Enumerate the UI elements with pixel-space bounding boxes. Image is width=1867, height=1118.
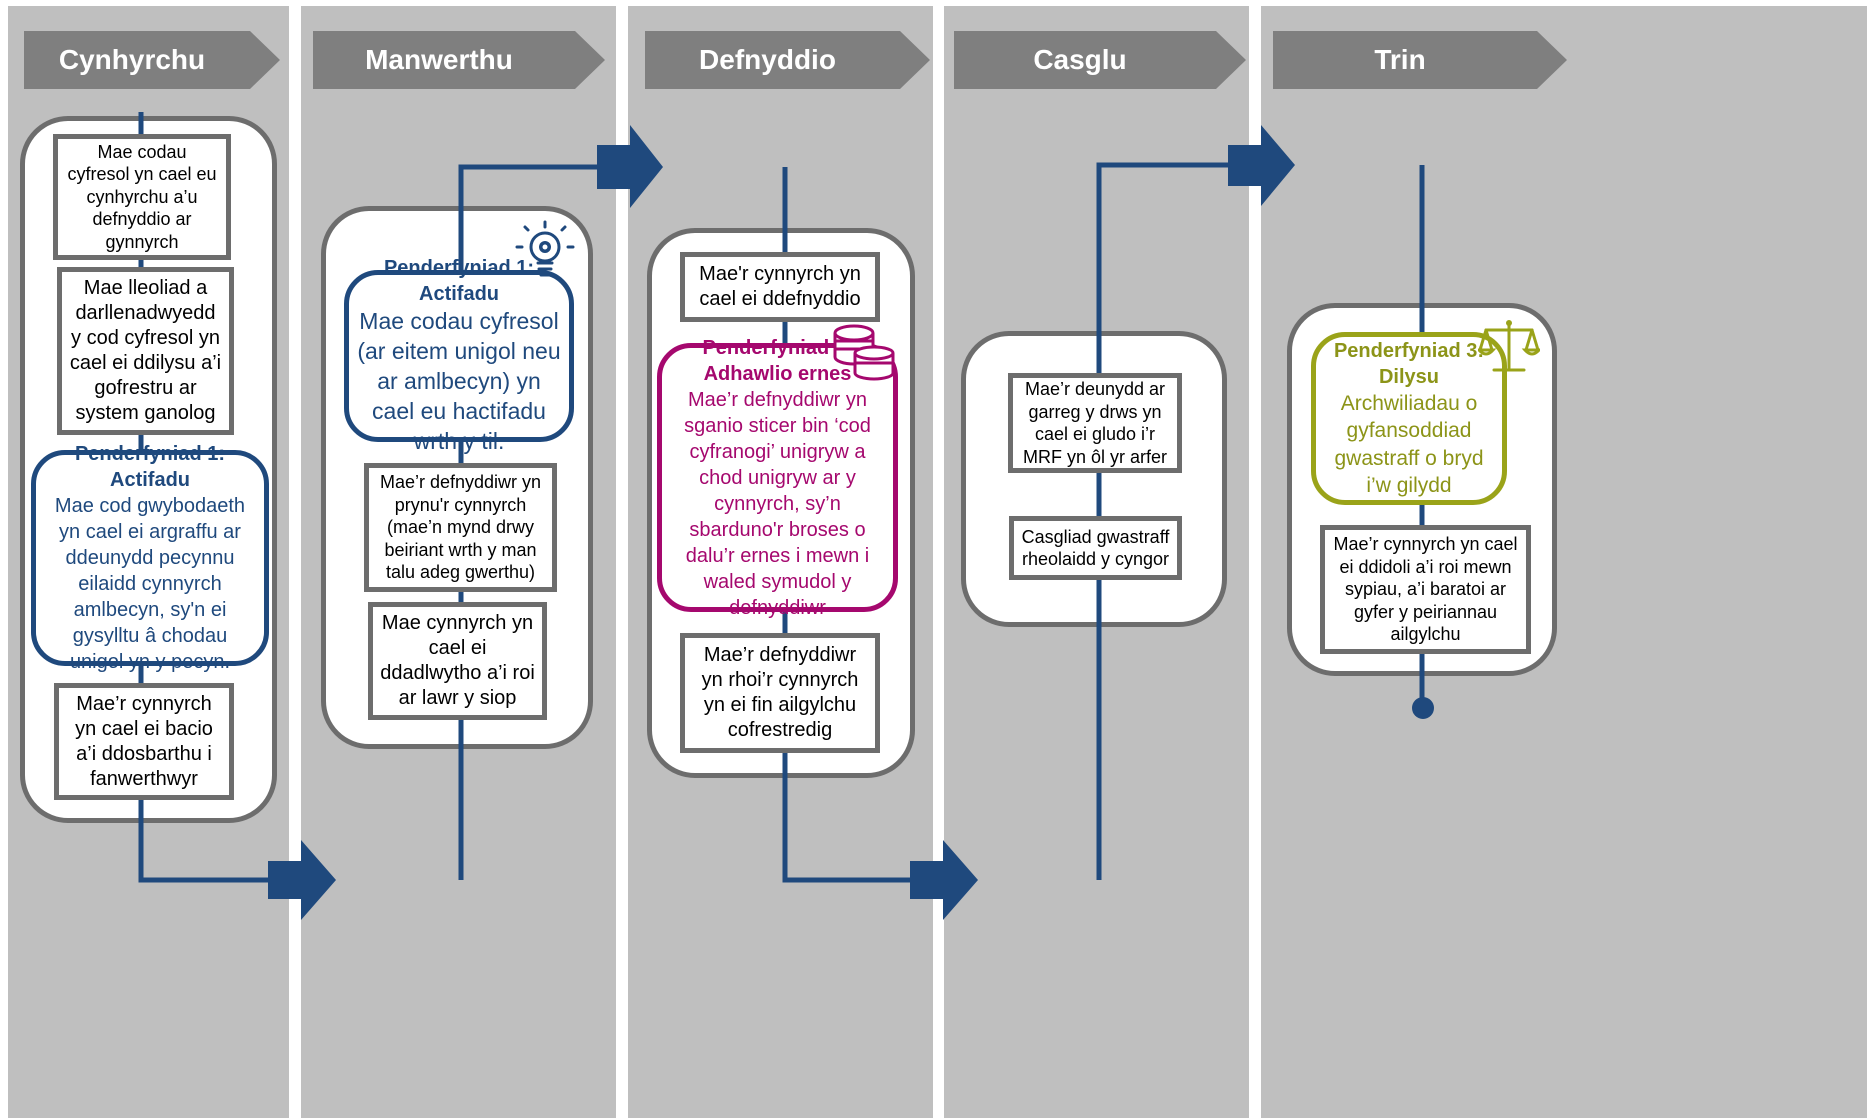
lightbulb-gear-icon [515,220,575,277]
step-text: Mae cynnyrch yn cael ei ddadlwytho a’i r… [380,612,535,709]
step-box: Mae’r cynnyrch yn cael ei bacio a’i ddos… [54,683,234,800]
step-box: Mae lleoliad a darllenadwyedd y cod cyfr… [57,267,234,435]
step-text: Mae'r cynnyrch yn cael ei ddefnyddio [699,263,861,310]
decision-adhawlio-ernes: Penderfyniad 2: Adhawlio ernes Mae’r def… [657,337,898,619]
decision-body: Mae’r defnyddiwr yn sganio sticer bin ‘c… [684,388,871,619]
stage-chevron-manwerthu: Manwerthu [313,31,605,89]
step-text: Mae codau cyfresol yn cael eu cynhyrchu … [67,141,217,252]
flow-end-dot [1412,697,1434,719]
step-box: Mae’r defnyddiwr yn rhoi’r cynnyrch yn e… [680,633,880,753]
stage-label: Casglu [1033,44,1127,75]
decision-body: Mae codau cyfresol (ar eitem unigol neu … [357,308,561,454]
step-box: Mae’r defnyddiwr yn prynu'r cynnyrch (ma… [364,463,557,592]
decision-actifadu-manwerthu: Penderfyniad 1: Actifadu Mae codau cyfre… [344,257,574,454]
stage-chevron-trin: Trin [1273,31,1567,89]
step-box: Mae’r deunydd ar garreg y drws yn cael e… [1008,373,1182,473]
decision-body: Mae cod gwybodaeth yn cael ei argraffu a… [54,495,246,673]
stage-label: Manwerthu [365,44,513,75]
decision-actifadu-cynhyrchu: Penderfyniad 1: Actifadu Mae cod gwyboda… [31,443,269,673]
decision-dilysu: Penderfyniad 3: Dilysu Archwiliadau o gy… [1311,332,1507,505]
arrow-cynhyrchu-to-manwerthu [268,840,336,920]
step-text: Mae lleoliad a darllenadwyedd y cod cyfr… [69,277,222,424]
stage-chevron-cynhyrchu: Cynhyrchu [24,31,280,89]
step-text: Mae’r deunydd ar garreg y drws yn cael e… [1022,379,1168,467]
step-box: Mae’r cynnyrch yn cael ei ddidoli a’i ro… [1320,525,1531,654]
stage-chevron-defnyddio: Defnyddio [645,31,930,89]
step-box: Mae'r cynnyrch yn cael ei ddefnyddio [680,252,880,322]
step-text: Mae’r cynnyrch yn cael ei bacio a’i ddos… [75,692,213,790]
stage-label: Cynhyrchu [58,44,206,75]
decision-title: Penderfyniad 2: Adhawlio ernes [702,336,853,385]
step-text: Mae’r cynnyrch yn cael ei ddidoli a’i ro… [1333,534,1518,645]
step-text: Mae’r defnyddiwr yn prynu'r cynnyrch (ma… [379,472,542,583]
stage-label: Defnyddio [699,44,836,75]
scales-icon [1478,320,1540,372]
arrow-defnyddio-to-casglu [910,840,978,920]
step-box: Mae cynnyrch yn cael ei ddadlwytho a’i r… [368,602,547,720]
decision-title: Penderfyniad 1: Actifadu [383,257,535,306]
step-box: Casgliad gwastraff rheolaidd y cyngor [1009,516,1182,580]
step-box: Mae codau cyfresol yn cael eu cynhyrchu … [53,134,231,260]
arrow-casglu-to-trin [1228,125,1295,206]
step-text: Mae’r defnyddiwr yn rhoi’r cynnyrch yn e… [701,644,859,741]
decision-title: Penderfyniad 1: Actifadu [74,443,226,491]
arrow-manwerthu-to-defnyddio [597,125,663,208]
step-text: Casgliad gwastraff rheolaidd y cyngor [1021,526,1170,570]
stage-chevron-casglu: Casglu [954,31,1246,89]
stage-label: Trin [1374,44,1426,75]
decision-body: Archwiliadau o gyfansoddiad gwastraff o … [1334,391,1484,497]
coins-icon [833,324,895,381]
decision-title: Penderfyniad 3: Dilysu [1333,339,1485,388]
